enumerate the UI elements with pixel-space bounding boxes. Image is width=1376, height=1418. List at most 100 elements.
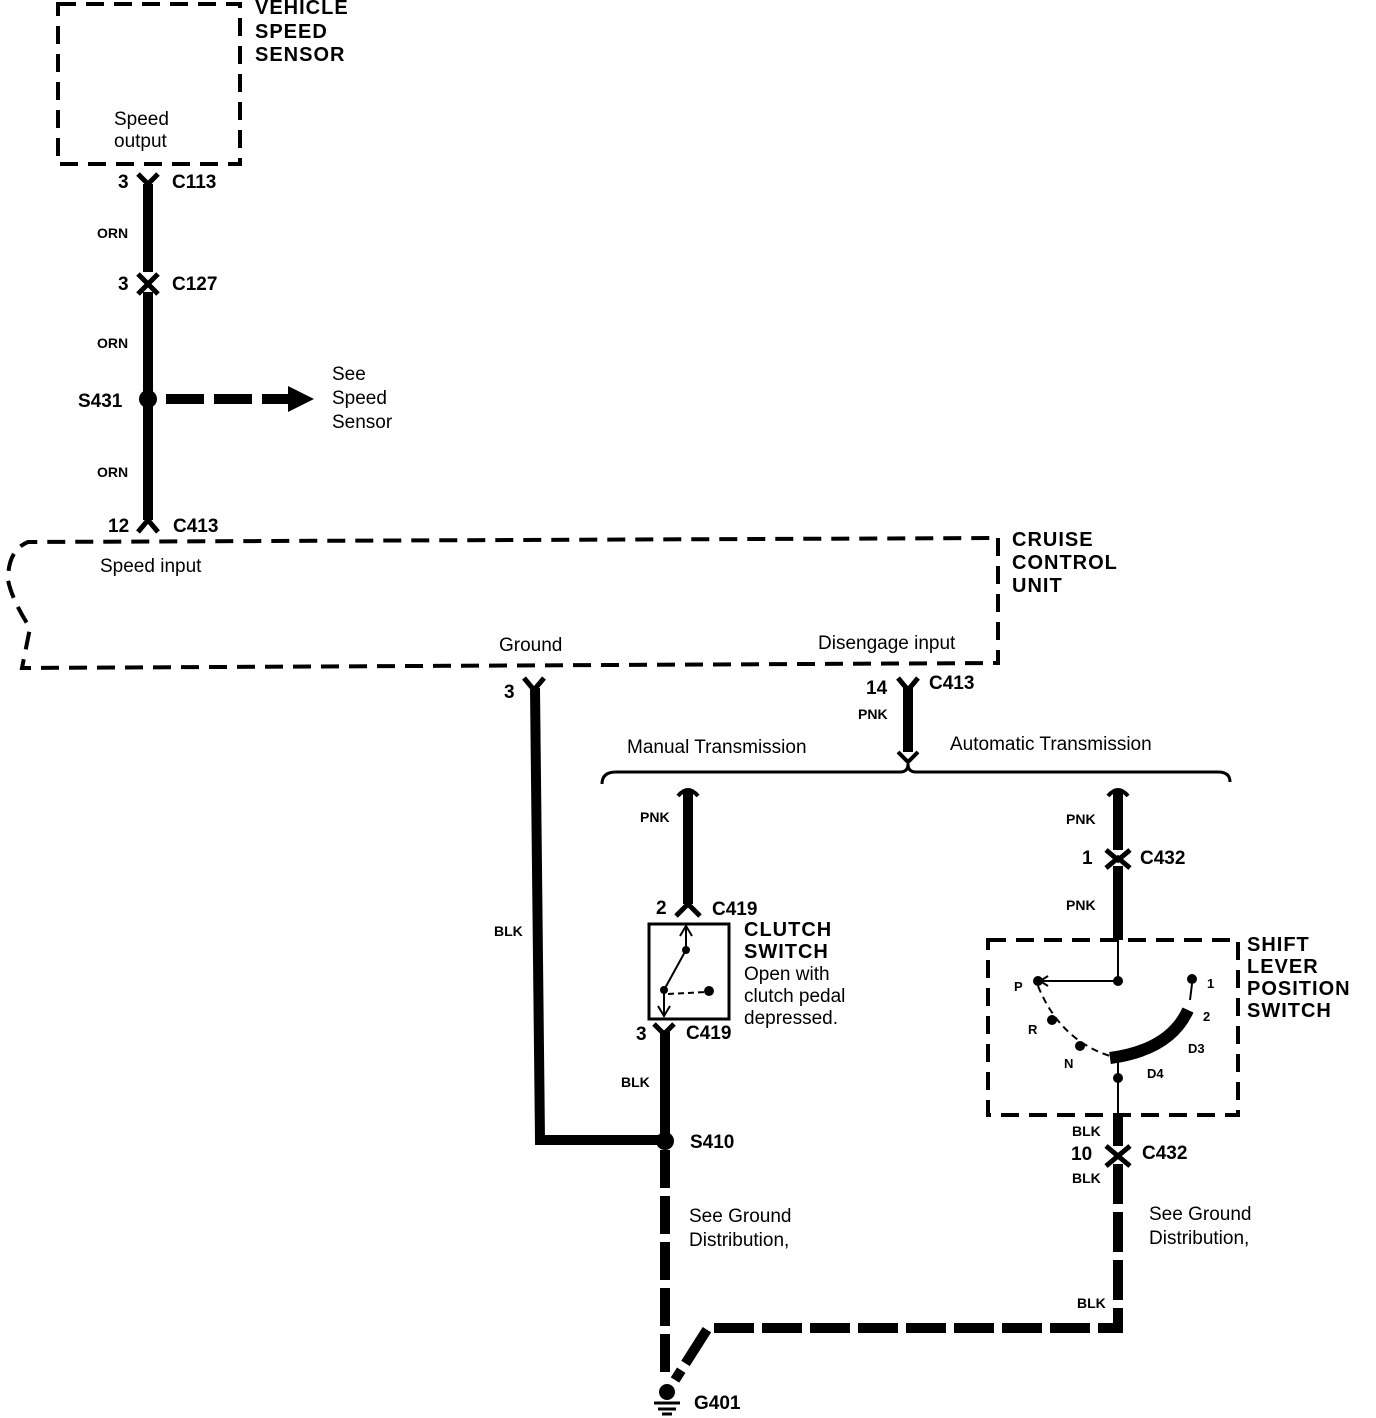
c419-top-pin: 2 (656, 898, 667, 919)
blk-wire-label-auto-2: BLK (1072, 1170, 1101, 1186)
clutch-switch-blade (663, 949, 687, 991)
clutch-switch-desc-3: depressed. (744, 1008, 838, 1029)
automatic-transmission-label: Automatic Transmission (950, 734, 1152, 755)
c113-connector-symbol (136, 172, 160, 188)
clutch-switch-arrow-down (657, 1005, 671, 1018)
s431-splice-dot (139, 390, 157, 408)
c413-speed-pin: 12 (108, 516, 129, 537)
clutch-switch-desc-2: clutch pedal (744, 986, 845, 1007)
clutch-switch-desc-1: Open with (744, 964, 830, 985)
disengage-circuit: 14 C413 PNK Manual Transmission Automati… (600, 673, 1232, 785)
shift-pos-1-lead (1189, 983, 1193, 1001)
clutch-switch-arrow-up (679, 924, 693, 937)
pnk-wire-label-auto-2: PNK (1066, 897, 1096, 913)
ground-g401: G401 (654, 1384, 741, 1416)
c413-speed-label: C413 (173, 516, 218, 537)
cruise-control-unit-title-3: UNIT (1012, 575, 1063, 597)
see-ground-left-2: Distribution, (689, 1230, 789, 1251)
c127-connector-symbol-lower (136, 280, 160, 296)
shift-pos-p-contact (1033, 976, 1043, 986)
clutch-switch-pedal-node (704, 986, 714, 996)
c413-speed-connector-symbol (136, 516, 160, 534)
clutch-switch-title-2: SWITCH (744, 941, 829, 963)
c432-bottom-label: C432 (1142, 1143, 1187, 1164)
c127-pin: 3 (118, 274, 129, 295)
blk-wire-label-ccu: BLK (494, 923, 523, 939)
c432-top-label: C432 (1140, 848, 1185, 869)
disengage-input-label: Disengage input (818, 633, 956, 654)
vehicle-speed-sensor-box (56, 2, 242, 166)
c432-bottom-pin: 10 (1071, 1144, 1092, 1165)
c413-disengage-pin: 14 (866, 678, 888, 699)
orn-wire-label-1: ORN (97, 225, 128, 241)
shift-pos-r-label: R (1028, 1022, 1038, 1037)
c413-disengage-label: C413 (929, 673, 974, 694)
see-speed-sensor-1: See (332, 364, 366, 385)
c419-bottom-label: C419 (686, 1023, 731, 1044)
ground-terminal-label: Ground (499, 635, 562, 656)
shift-lever-title-3: POSITION (1247, 978, 1351, 1000)
blk-wire-label-auto-3: BLK (1077, 1295, 1106, 1311)
vehicle-speed-sensor-title-2: SPEED (255, 21, 328, 43)
c432-bottom-connector-symbol-lower (1104, 1152, 1132, 1168)
c432-top-connector-symbol-lower (1104, 854, 1132, 870)
clutch-switch-title-1: CLUTCH (744, 919, 832, 941)
see-speed-sensor-3: Sensor (332, 412, 393, 433)
shift-lever-title-2: LEVER (1247, 956, 1319, 978)
see-speed-sensor-2: Speed (332, 388, 387, 409)
clutch-switch-dashed-link (667, 991, 707, 995)
shift-lever-switch-circuit: PNK 1 C432 PNK SHIFT LEVER POSITION SWIT… (670, 788, 1351, 1383)
orn-wire-label-3: ORN (97, 464, 128, 480)
c113-pin: 3 (118, 172, 129, 193)
c432-top-pin: 1 (1082, 848, 1093, 869)
shift-lever-title-4: SWITCH (1247, 1000, 1332, 1022)
ccu-ground-wire (530, 687, 666, 1145)
c113-label: C113 (172, 172, 216, 193)
orn-wire-label-2: ORN (97, 335, 128, 351)
c419-top-label: C419 (712, 899, 757, 920)
blk-wire-label-clutch: BLK (621, 1074, 650, 1090)
shift-pos-d4-label: D4 (1147, 1066, 1164, 1081)
shift-pos-1-label: 1 (1207, 976, 1214, 991)
shift-switch-d4-d3-arc (1109, 1007, 1194, 1064)
see-ground-right-1: See Ground (1149, 1204, 1251, 1225)
g401-label: G401 (694, 1393, 741, 1414)
ground-junction-dot (659, 1384, 675, 1400)
shift-pos-1-contact (1187, 974, 1197, 984)
pnk-manual-top-cap (676, 788, 700, 798)
transmission-branch-brace (600, 763, 1232, 785)
shift-pos-r-contact (1047, 1015, 1057, 1025)
pnk-wire-label-manual: PNK (640, 809, 670, 825)
pnk-wire-label-disengage: PNK (858, 706, 888, 722)
vehicle-speed-sensor-title-1: VEHICLE (255, 0, 349, 19)
s410-splice-dot (656, 1132, 674, 1150)
cruise-control-unit-title-2: CONTROL (1012, 552, 1118, 574)
s431-arrow-icon (288, 386, 314, 412)
speed-output-label-1: Speed (114, 109, 169, 130)
ccu-ground-circuit: 3 BLK (494, 676, 666, 1145)
s431-label: S431 (78, 391, 123, 412)
shift-lever-switch-box (986, 938, 1240, 1117)
c413-ground-pin: 3 (504, 682, 515, 703)
orn-wire-circuit: 3 C113 ORN 3 C127 ORN S431 See Speed Sen… (78, 172, 393, 537)
vehicle-speed-sensor-title-3: SENSOR (255, 44, 345, 66)
clutch-switch-box (647, 922, 731, 1021)
shift-pos-n-label: N (1064, 1056, 1073, 1071)
pnk-auto-top-cap (1106, 788, 1130, 798)
pnk-wire-disengage-end (896, 750, 920, 765)
shift-pos-p-label: P (1014, 979, 1023, 994)
vehicle-speed-sensor: VEHICLE SPEED SENSOR Speed output (56, 0, 349, 166)
cruise-control-unit: CRUISE CONTROL UNIT Speed input Ground D… (5, 529, 1118, 671)
c127-label: C127 (172, 274, 217, 295)
pnk-wire-label-auto-1: PNK (1066, 811, 1096, 827)
shift-pos-2-label: 2 (1203, 1009, 1210, 1024)
shift-switch-arc-dashed (1037, 985, 1111, 1057)
speed-input-label: Speed input (100, 556, 202, 577)
speed-output-label-2: output (114, 131, 168, 152)
shift-switch-output-node (1113, 1073, 1123, 1083)
shift-pos-d3-label: D3 (1188, 1041, 1205, 1056)
s410-label: S410 (690, 1132, 734, 1153)
cruise-control-unit-title-1: CRUISE (1012, 529, 1094, 551)
c419-top-connector-symbol (674, 900, 702, 918)
